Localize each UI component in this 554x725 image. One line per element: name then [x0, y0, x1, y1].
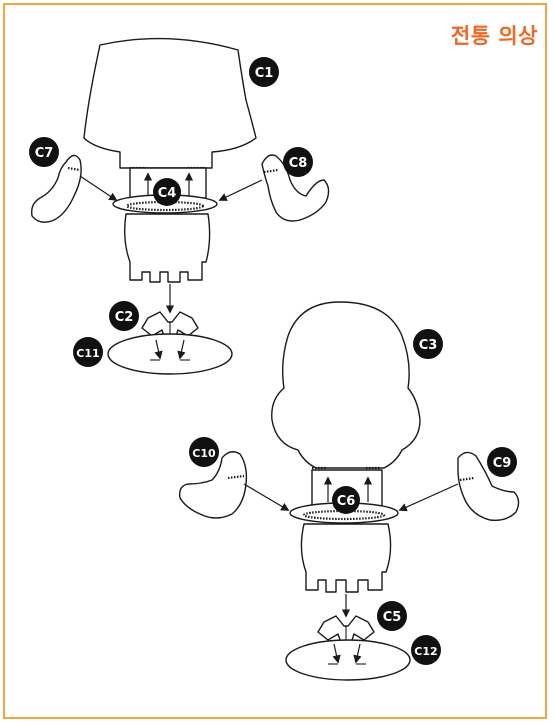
part-c3-hair [271, 301, 421, 469]
svg-text:C11: C11 [76, 347, 99, 360]
badge-c10: C10 [189, 437, 219, 467]
svg-text:C12: C12 [414, 645, 437, 658]
badge-c12: C12 [411, 635, 441, 665]
badge-c11: C11 [73, 337, 103, 367]
badge-c6: C6 [332, 486, 360, 514]
badge-c3: C3 [413, 329, 443, 359]
svg-text:C6: C6 [337, 494, 356, 509]
badge-c5: C5 [377, 601, 407, 631]
svg-text:C2: C2 [115, 310, 134, 325]
svg-text:C4: C4 [158, 186, 177, 201]
part-c7-sleeve [30, 154, 82, 223]
part-body-bottom [300, 523, 392, 593]
top-assembly [30, 37, 330, 375]
part-c9-sleeve [457, 451, 520, 522]
svg-text:C9: C9 [493, 456, 512, 471]
svg-text:C8: C8 [289, 156, 308, 171]
svg-text:C1: C1 [255, 66, 274, 81]
svg-text:C10: C10 [192, 447, 216, 460]
svg-text:C3: C3 [419, 338, 438, 353]
badge-c1: C1 [249, 57, 279, 87]
part-c1-hair [83, 37, 257, 169]
badge-c4: C4 [153, 178, 181, 206]
badge-c7: C7 [29, 137, 59, 167]
badge-c9: C9 [487, 447, 517, 477]
page-title: 전통 의상 [450, 24, 538, 48]
page-frame [3, 3, 547, 719]
part-c12-base [285, 639, 411, 681]
badge-c2: C2 [109, 301, 139, 331]
part-c10-sleeve [178, 451, 248, 519]
svg-text:C5: C5 [383, 610, 402, 625]
part-body-top [123, 213, 211, 283]
badge-c8: C8 [283, 147, 313, 177]
part-c11-base [107, 333, 233, 375]
svg-text:C7: C7 [35, 146, 54, 161]
